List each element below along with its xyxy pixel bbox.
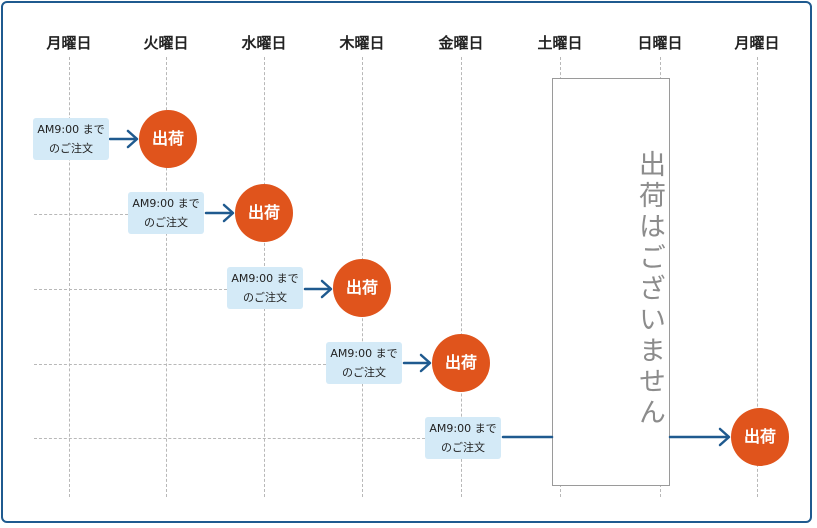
day-gridline — [461, 57, 462, 497]
day-label-wednesday: 水曜日 — [241, 34, 287, 52]
ship-circle: 出荷 — [139, 110, 197, 168]
day-label-tuesday: 火曜日 — [143, 34, 189, 52]
ship-circle: 出荷 — [333, 259, 391, 317]
row-gridline — [34, 438, 425, 439]
ship-circle: 出荷 — [235, 184, 293, 242]
day-label-saturday: 土曜日 — [537, 34, 583, 52]
day-label-friday: 金曜日 — [438, 34, 484, 52]
day-label-next-monday: 月曜日 — [734, 34, 780, 52]
arrow-head — [718, 427, 731, 447]
no-shipping-text: 出荷はございません — [634, 149, 665, 429]
order-deadline-box: AM9:00 までのご注文 — [33, 118, 109, 160]
day-gridline — [166, 57, 167, 497]
day-gridline — [69, 57, 70, 497]
order-deadline-box: AM9:00 までのご注文 — [425, 417, 501, 459]
order-deadline-box: AM9:00 までのご注文 — [227, 267, 303, 309]
arrow-head — [126, 129, 139, 149]
order-deadline-box: AM9:00 までのご注文 — [128, 192, 204, 234]
arrow-head — [222, 203, 235, 223]
arrow-head — [419, 353, 432, 373]
day-label-thursday: 木曜日 — [339, 34, 385, 52]
day-label-sunday: 日曜日 — [637, 34, 683, 52]
row-gridline — [34, 364, 326, 365]
ship-circle: 出荷 — [432, 334, 490, 392]
day-label-monday: 月曜日 — [46, 34, 92, 52]
row-gridline — [34, 289, 227, 290]
no-shipping-box: 出荷はございません — [552, 78, 670, 486]
order-deadline-box: AM9:00 までのご注文 — [326, 342, 402, 384]
arrow-head — [320, 279, 333, 299]
row-gridline — [34, 214, 128, 215]
day-gridline — [757, 57, 758, 497]
ship-circle: 出荷 — [731, 408, 789, 466]
